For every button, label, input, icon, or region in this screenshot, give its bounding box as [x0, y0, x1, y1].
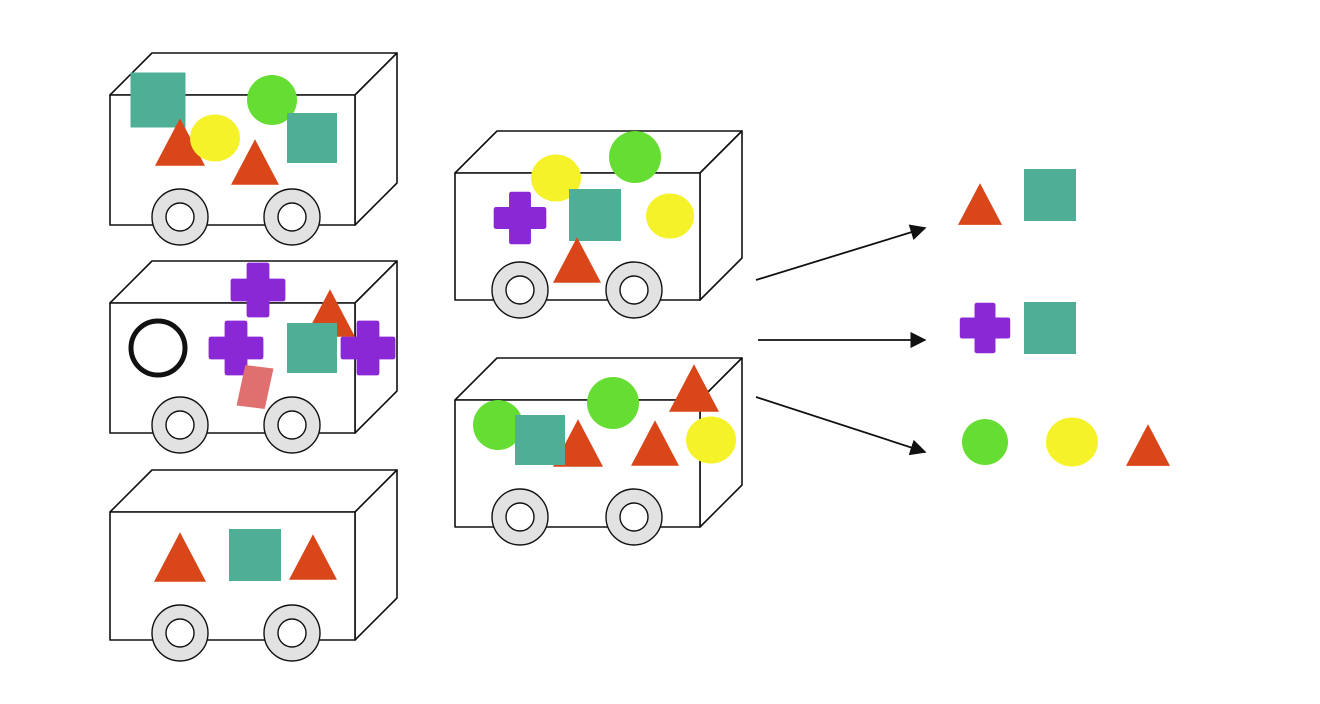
red-triangle [1126, 424, 1170, 466]
output-row-1 [958, 169, 1076, 225]
teal-square [1024, 302, 1076, 354]
outputs-layer [958, 169, 1170, 467]
teal-square [515, 415, 565, 465]
output-row-3 [962, 417, 1170, 467]
red-triangle [154, 532, 206, 582]
pink-diamond [236, 365, 274, 409]
red-triangle [669, 364, 719, 412]
teal-square [569, 189, 621, 241]
rear-wheel [605, 261, 663, 319]
front-wheel [151, 396, 209, 454]
arrows-layer [755, 224, 927, 456]
rear-wheel [263, 604, 321, 662]
yellow-circle [646, 193, 694, 239]
yellow-circle [190, 114, 240, 162]
red-triangle [553, 419, 603, 467]
red-triangle [631, 420, 679, 466]
front-wheel [491, 261, 549, 319]
purple-cross [340, 320, 396, 376]
green-circle [962, 419, 1008, 465]
cart-bottom-center [454, 357, 743, 546]
rear-wheel [605, 488, 663, 546]
teal-square [130, 72, 186, 128]
cart-contents [493, 131, 694, 283]
green-circle [609, 131, 661, 183]
carts-layer [109, 52, 743, 662]
output-row-2 [959, 302, 1076, 354]
cart-top-left [109, 52, 398, 246]
teal-square [287, 113, 337, 163]
purple-cross [493, 191, 547, 245]
front-wheel [151, 188, 209, 246]
cart-top-center [454, 130, 743, 319]
yellow-circle [686, 416, 736, 464]
cart-contents [128, 262, 396, 409]
teal-square [287, 323, 337, 373]
rear-wheel [263, 396, 321, 454]
cart-top-face [454, 130, 743, 174]
teal-square [1024, 169, 1076, 221]
yellow-circle [1046, 417, 1098, 467]
arrow-to-row-3 [755, 396, 927, 456]
purple-cross [959, 302, 1011, 354]
green-circle [587, 377, 639, 429]
cart-middle-left [109, 260, 398, 454]
rear-wheel [263, 188, 321, 246]
cart-contents [473, 364, 736, 467]
purple-cross [230, 262, 286, 318]
red-triangle [155, 118, 205, 166]
red-triangle [553, 237, 601, 283]
green-circle [247, 75, 297, 125]
cart-contents [130, 72, 337, 185]
cart-contents [154, 529, 337, 582]
yellow-circle [531, 154, 581, 202]
arrow-to-row-1 [755, 224, 927, 281]
cart-bottom-left [109, 469, 398, 662]
front-wheel [491, 488, 549, 546]
cart-top-face [109, 469, 398, 513]
red-triangle [231, 139, 279, 185]
black-ring [128, 318, 188, 378]
front-wheel [151, 604, 209, 662]
red-triangle [958, 183, 1002, 225]
green-circle [473, 400, 523, 450]
red-triangle [289, 534, 337, 580]
teal-square [229, 529, 281, 581]
